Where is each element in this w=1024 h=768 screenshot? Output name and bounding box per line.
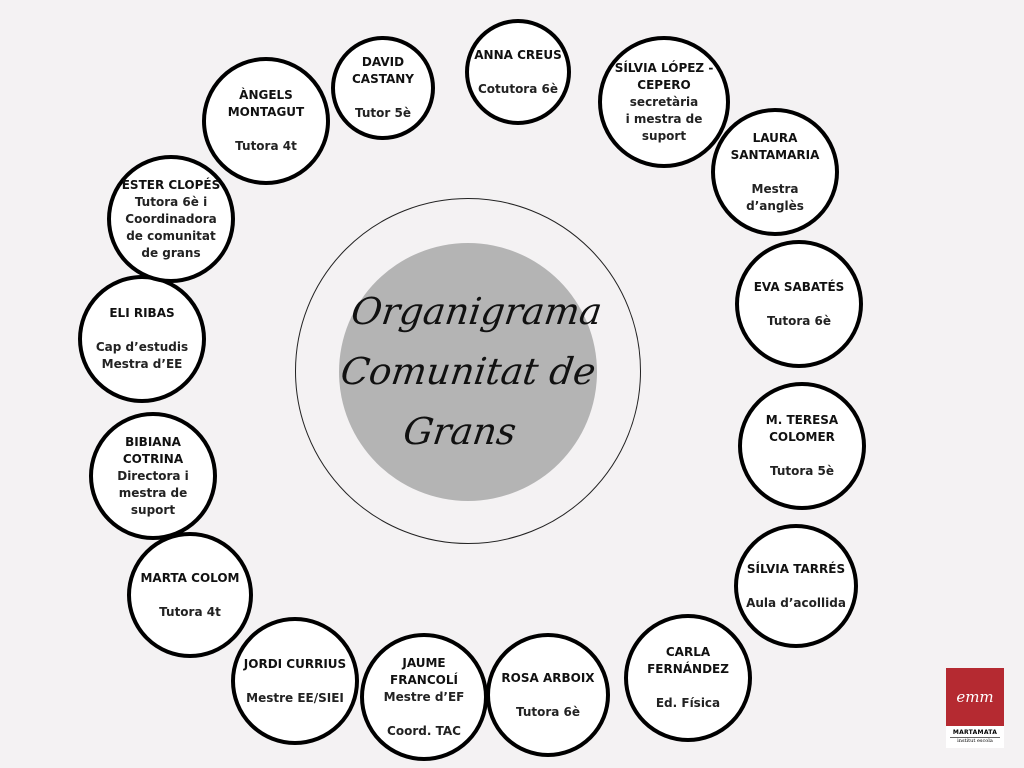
member-node: LAURA SANTAMARIA Mestra d’anglès bbox=[711, 108, 839, 236]
member-role: Cotutora 6è bbox=[478, 81, 558, 96]
member-name: DAVID CASTANY bbox=[351, 55, 414, 86]
member-node: ANNA CREUS Cotutora 6è bbox=[465, 19, 571, 125]
member-role: Mestre EE/SIEI bbox=[246, 690, 344, 705]
member-role: Aula d’acollida bbox=[746, 595, 846, 610]
member-node: ESTER CLOPÉS Tutora 6è i Coordinadora de … bbox=[107, 155, 235, 283]
member-name: SÍLVIA LÓPEZ - CEPERO bbox=[614, 60, 714, 92]
member-role: Tutora 6è i Coordinadora de comunitat de… bbox=[125, 194, 217, 260]
member-node: ÀNGELS MONTAGUT Tutora 4t bbox=[202, 57, 330, 185]
member-role: Directora i mestra de suport bbox=[117, 468, 189, 517]
member-node: M. TERESA COLOMER Tutora 5è bbox=[738, 382, 866, 510]
member-name: ÀNGELS MONTAGUT bbox=[227, 88, 305, 119]
member-name: BIBIANA COTRINA bbox=[122, 434, 184, 466]
member-name: JORDI CURRIUS bbox=[243, 656, 347, 671]
member-role: secretària i mestra de suport bbox=[625, 94, 703, 143]
diagram-title: Organigrama Comunitat de Grans bbox=[337, 290, 605, 453]
member-node: JORDI CURRIUS Mestre EE/SIEI bbox=[231, 617, 359, 745]
member-name: SÍLVIA TARRÉS bbox=[746, 561, 846, 576]
member-role: Tutora 4t bbox=[159, 604, 221, 619]
member-name: JAUME FRANCOLÍ bbox=[390, 655, 458, 687]
member-node: ROSA ARBOIX Tutora 6è bbox=[486, 633, 610, 757]
member-name: M. TERESA COLOMER bbox=[765, 413, 839, 444]
member-node: DAVID CASTANY Tutor 5è bbox=[331, 36, 435, 140]
member-name: MARTA COLOM bbox=[140, 570, 240, 585]
member-role: Tutora 6è bbox=[515, 704, 581, 719]
member-name: EVA SABATÉS bbox=[753, 279, 845, 294]
member-node: CARLA FERNÁNDEZ Ed. Física bbox=[624, 614, 752, 742]
member-node: SÍLVIA TARRÉS Aula d’acollida bbox=[734, 524, 858, 648]
member-name: ELI RIBAS bbox=[109, 306, 175, 320]
logo-subtitle: institut escola bbox=[950, 737, 1000, 744]
member-name: ROSA ARBOIX bbox=[501, 670, 595, 685]
school-logo: emm MARTAMATA institut escola bbox=[946, 668, 1004, 748]
outer-ring bbox=[295, 198, 641, 544]
logo-mark: emm bbox=[946, 668, 1004, 726]
member-node: ELI RIBAS Cap d’estudis Mestra d’EE bbox=[78, 275, 206, 403]
logo-name: MARTAMATA bbox=[952, 729, 998, 736]
member-name: ESTER CLOPÉS bbox=[121, 177, 221, 192]
member-role: Tutora 4t bbox=[235, 139, 297, 153]
member-role: Tutor 5è bbox=[355, 106, 411, 120]
member-role: Mestra d’anglès bbox=[746, 181, 804, 213]
center-title-circle: Organigrama Comunitat de Grans bbox=[338, 243, 605, 501]
member-node: EVA SABATÉS Tutora 6è bbox=[735, 240, 863, 368]
member-node: MARTA COLOM Tutora 4t bbox=[127, 532, 253, 658]
member-role: Ed. Física bbox=[655, 696, 721, 710]
member-name: CARLA FERNÁNDEZ bbox=[647, 645, 729, 676]
member-role: Tutora 6è bbox=[766, 313, 832, 328]
member-name: ANNA CREUS bbox=[474, 47, 562, 62]
member-role: Cap d’estudis Mestra d’EE bbox=[95, 340, 189, 371]
member-name: LAURA SANTAMARIA bbox=[730, 130, 820, 162]
member-role: Tutora 5è bbox=[769, 464, 835, 478]
member-role: Mestre d’EF Coord. TAC bbox=[383, 689, 465, 738]
